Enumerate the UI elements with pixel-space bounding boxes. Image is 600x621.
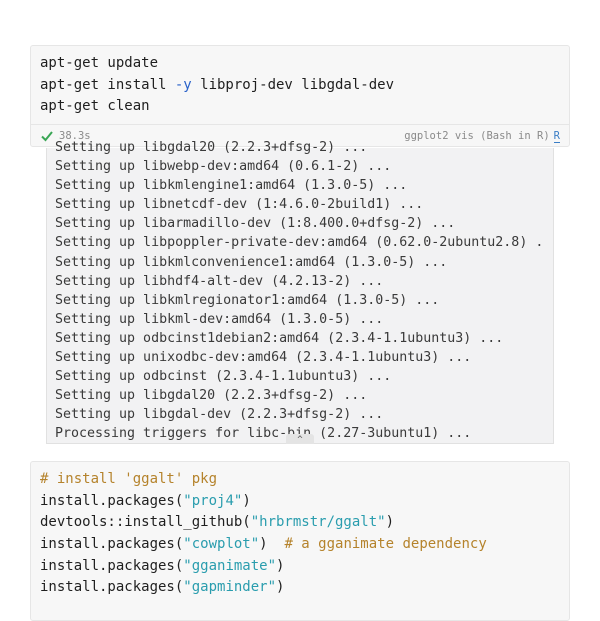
code-token: apt-get update: [40, 55, 159, 71]
output-line: Setting up libkml-dev:amd64 (1.3.0-5) ..…: [55, 311, 384, 327]
code-token: ): [276, 557, 285, 574]
run-duration: 38.3s: [59, 130, 91, 142]
code-line: apt-get clean: [40, 96, 560, 118]
output-line: Setting up libgdal20 (2.2.3+dfsg-2) ...: [55, 388, 368, 404]
output-line: Setting up libwebp-dev:amd64 (0.6.1-2) .…: [55, 159, 392, 175]
cell-visibility-label: ggplot2 vis (Bash in R): [404, 130, 550, 142]
output-line: Setting up libkmlregionator1:amd64 (1.3.…: [55, 292, 440, 308]
code-token: install.packages(: [40, 536, 184, 553]
code-line: install.packages("gapminder"): [40, 577, 560, 599]
output-line: Setting up libkmlconvenience1:amd64 (1.3…: [55, 254, 448, 270]
code-token: # a gganimate dependency: [284, 536, 487, 553]
output-line: Setting up unixodbc-dev:amd64 (2.3.4-1.1…: [55, 350, 472, 366]
code-cell-bash[interactable]: apt-get update apt-get install -y libproj…: [30, 45, 570, 147]
code-token: ): [242, 492, 251, 509]
output-line: Setting up libarmadillo-dev (1:8.400.0+d…: [55, 216, 456, 232]
language-link[interactable]: R: [553, 129, 560, 143]
code-token: install.packages(: [40, 579, 184, 596]
code-token: ): [276, 579, 285, 596]
code-token: libproj-dev libgdal-dev: [191, 76, 395, 93]
output-line: Setting up libnetcdf-dev (1:4.6.0-2build…: [55, 197, 424, 213]
code-token: "hrbrmstr/ggalt": [250, 514, 386, 531]
output-log: Setting up libgdal20 (2.2.3+dfsg-2) ... S…: [55, 138, 553, 444]
code-token: -y: [174, 76, 192, 93]
code-token: "proj4": [183, 492, 243, 509]
code-token: ): [259, 536, 285, 553]
code-token: devtools::install_github(: [40, 514, 251, 531]
collapse-output-button[interactable]: ^: [286, 434, 314, 445]
output-line: Setting up odbcinst (2.3.4-1.1ubuntu3) .…: [55, 369, 392, 385]
output-line: Setting up libpoppler-private-dev:amd64 …: [55, 235, 544, 251]
code-line: install.packages("proj4"): [40, 491, 560, 513]
code-token: ): [385, 514, 395, 531]
code-token: # install 'ggalt' pkg: [40, 471, 218, 487]
code-line: install.packages("gganimate"): [40, 556, 560, 578]
output-line: Setting up libgdal-dev (2.2.3+dfsg-2) ..…: [55, 407, 384, 423]
code-editor[interactable]: apt-get update apt-get install -y libproj…: [31, 46, 569, 125]
code-token: install.packages(: [40, 492, 184, 509]
code-line: apt-get update: [40, 53, 560, 75]
code-token: "gganimate": [183, 557, 277, 574]
output-line: Setting up odbcinst1debian2:amd64 (2.3.4…: [55, 330, 504, 346]
code-line: # install 'ggalt' pkg: [40, 469, 560, 491]
code-token: "gapminder": [183, 579, 277, 596]
chevron-up-icon: ^: [297, 435, 303, 445]
cell-output-panel[interactable]: Setting up libgdal20 (2.2.3+dfsg-2) ... S…: [46, 140, 554, 444]
code-token: apt-get install: [40, 76, 175, 93]
output-line: Setting up libgdal20 (2.2.3+dfsg-2) ...: [55, 140, 368, 155]
output-line: Setting up libhdf4-alt-dev (4.2.13-2) ..…: [55, 273, 384, 289]
check-icon: [41, 131, 53, 142]
code-line: install.packages("cowplot") # a gganimat…: [40, 534, 560, 556]
output-line: Processing triggers for libc-bin (2.27-3…: [55, 426, 472, 442]
code-token: apt-get clean: [40, 98, 150, 115]
code-line: devtools::install_github("hrbrmstr/ggalt…: [40, 512, 560, 534]
code-line: apt-get install -y libproj-dev libgdal-d…: [40, 75, 560, 97]
code-token: "cowplot": [183, 536, 260, 553]
cell-status-bar: 38.3s ggplot2 vis (Bash in R) R: [31, 124, 569, 147]
output-line: Setting up libkmlengine1:amd64 (1.3.0-5)…: [55, 178, 408, 194]
code-token: install.packages(: [40, 557, 184, 574]
